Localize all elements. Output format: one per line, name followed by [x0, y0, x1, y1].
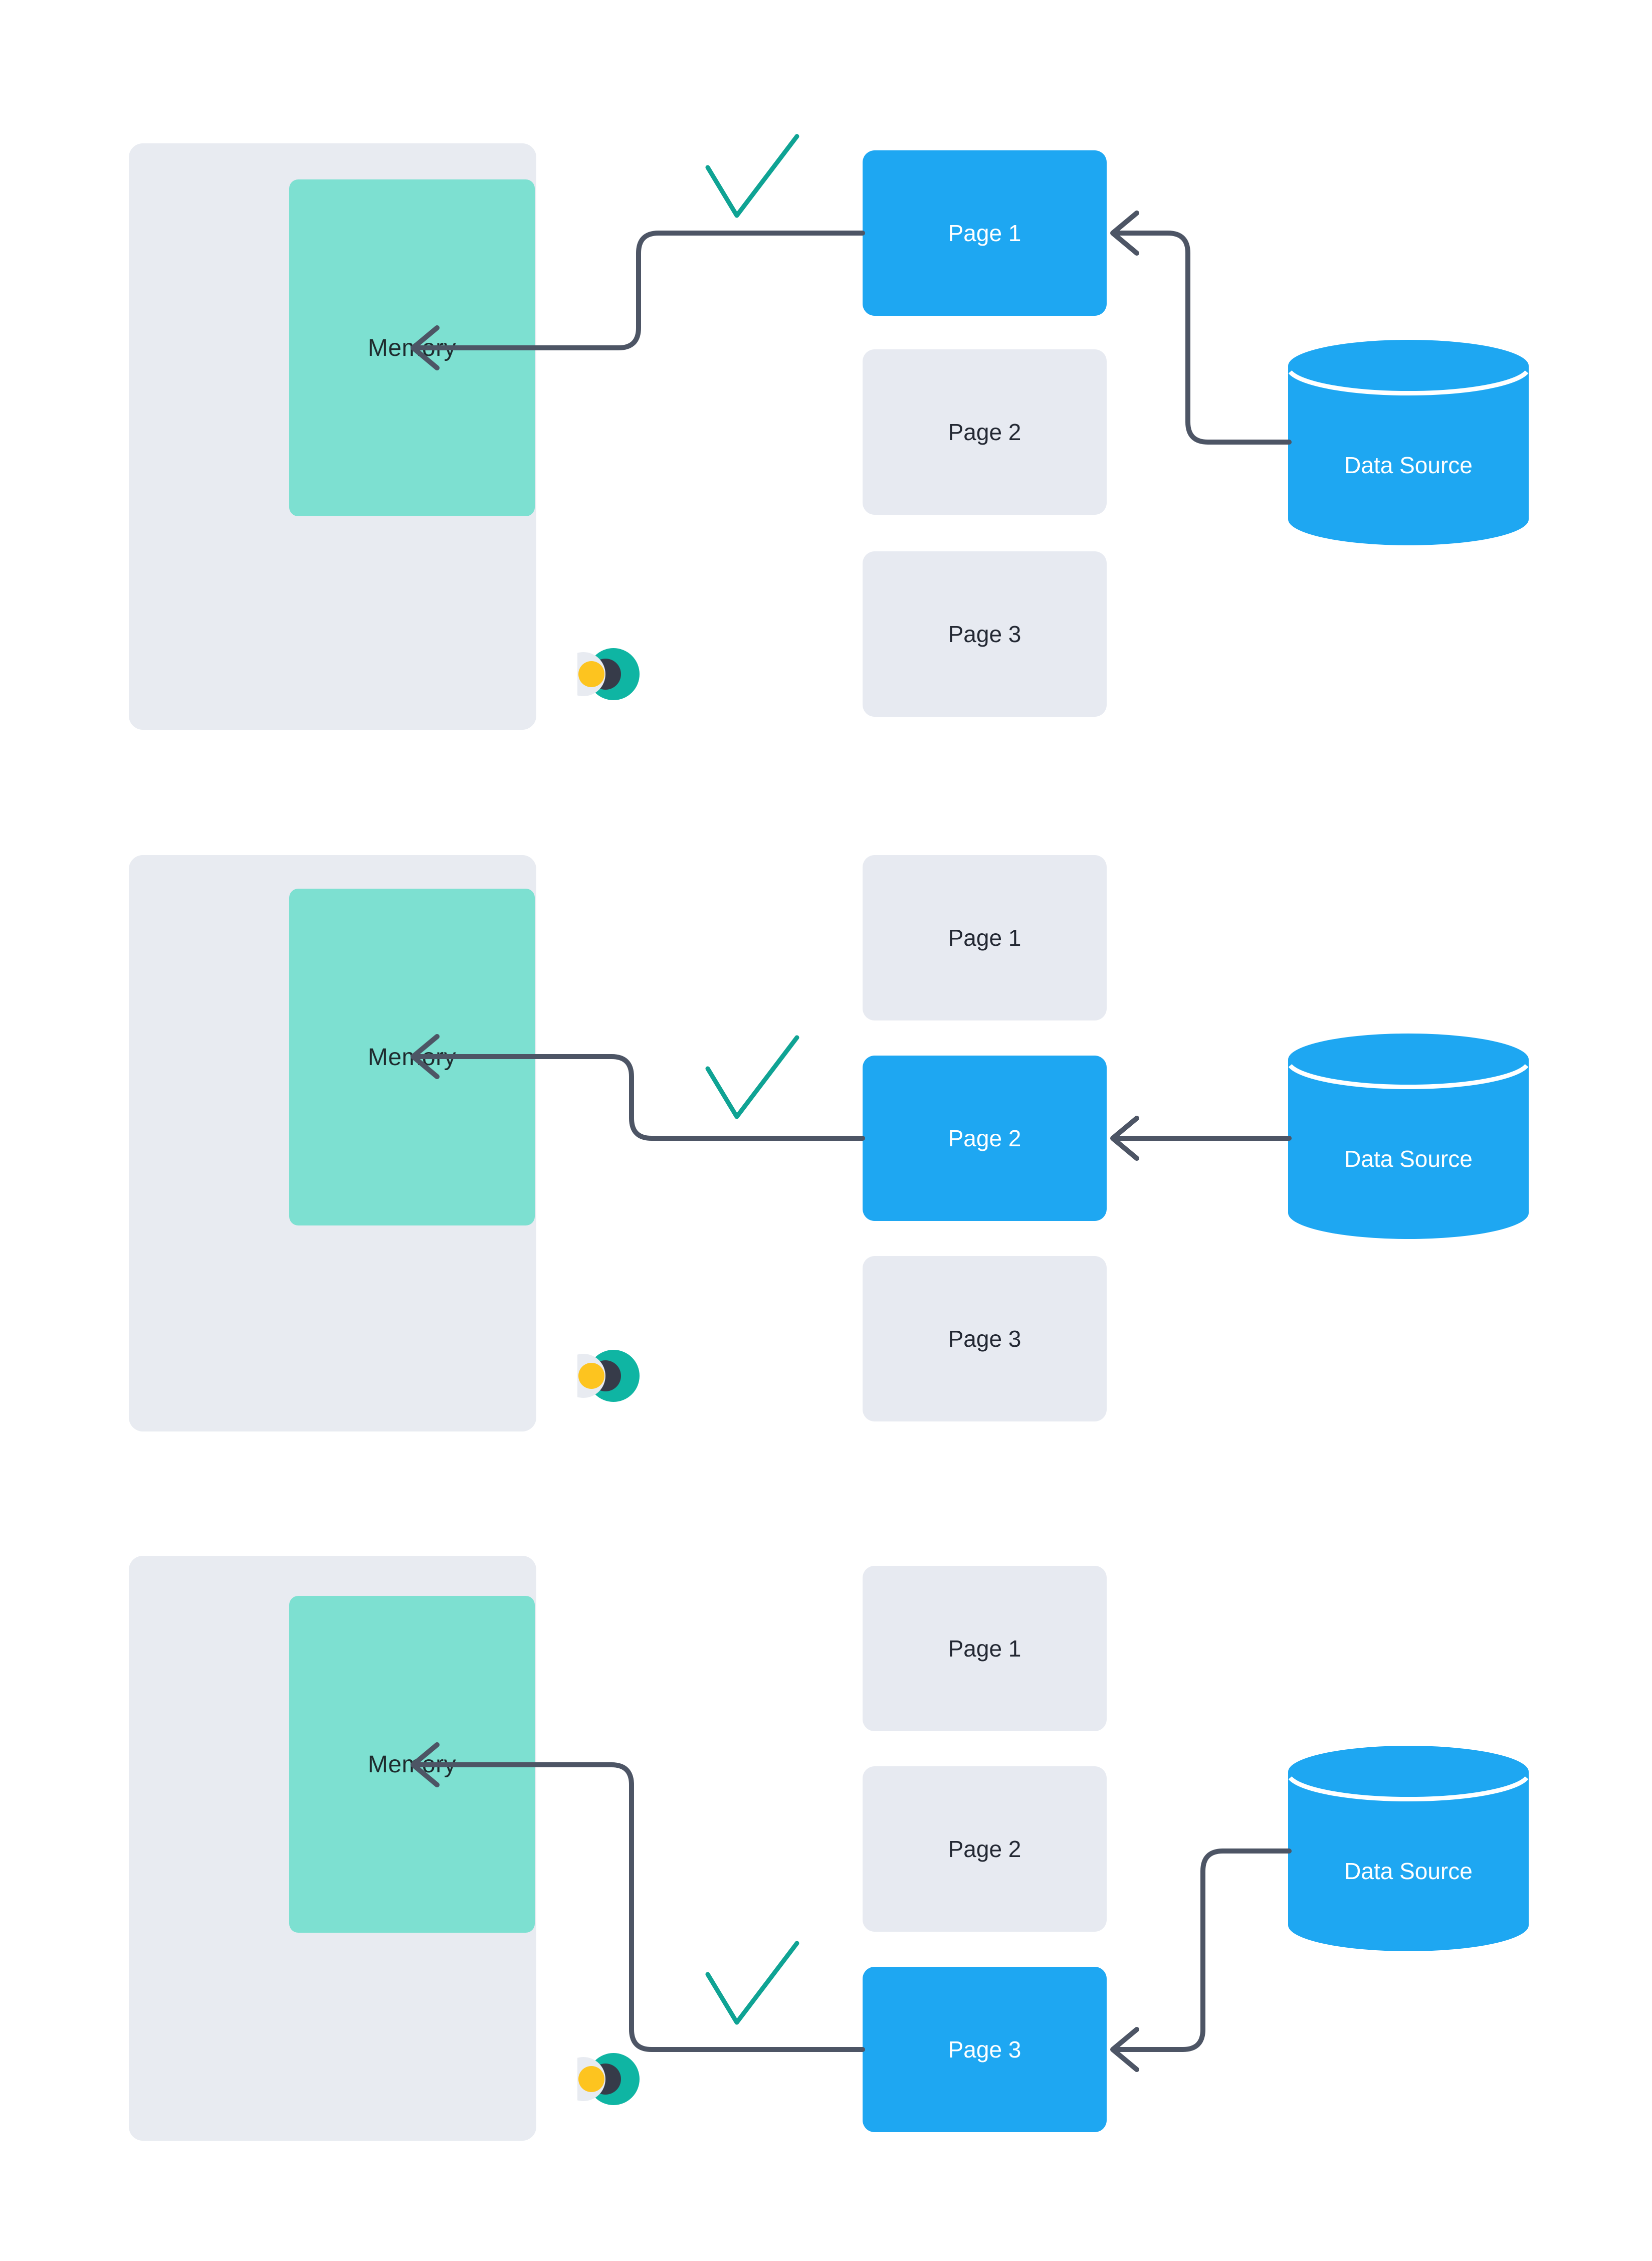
crescent-moon-logo-icon	[577, 648, 640, 700]
data-source-label: Data Source	[1344, 1858, 1473, 1884]
database-cylinder-icon	[1288, 1746, 1529, 1951]
arrow-datasource-to-page3	[1110, 1848, 1292, 2072]
memory-box: Memory	[289, 179, 535, 516]
page-box-3: Page 3	[863, 1967, 1107, 2132]
data-source-label: Data Source	[1344, 452, 1473, 478]
checkmark-icon	[705, 134, 799, 218]
memory-panel: Memory	[129, 855, 640, 1431]
page-box-3: Page 3	[863, 1256, 1107, 1421]
page-label: Page 3	[948, 1326, 1021, 1352]
arrow-datasource-to-page1	[1110, 211, 1292, 445]
left-chevron-arrow-icon	[1110, 2027, 1139, 2072]
page-label: Page 2	[948, 1836, 1021, 1862]
page-box-1: Page 1	[863, 1566, 1107, 1731]
page-label: Page 2	[948, 419, 1021, 445]
page-box-1: Page 1	[863, 855, 1107, 1020]
page-label: Page 1	[948, 220, 1021, 246]
data-source-cylinder: Data Source	[1288, 340, 1529, 545]
database-cylinder-icon	[1288, 1034, 1529, 1239]
page-box-3: Page 3	[863, 551, 1107, 717]
checkmark-icon	[705, 1941, 799, 2025]
memory-label: Memory	[367, 334, 457, 361]
page-label: Page 3	[948, 621, 1021, 647]
left-chevron-arrow-icon	[1110, 1116, 1139, 1161]
page-label: Page 1	[948, 925, 1021, 951]
page-label: Page 2	[948, 1125, 1021, 1151]
page-label: Page 3	[948, 2036, 1021, 2063]
page-box-2: Page 2	[863, 1056, 1107, 1221]
database-cylinder-icon	[1288, 340, 1529, 545]
data-source-cylinder: Data Source	[1288, 1746, 1529, 1951]
page-box-2: Page 2	[863, 349, 1107, 515]
memory-box: Memory	[289, 889, 535, 1225]
arrow-datasource-to-page2	[1110, 1116, 1292, 1161]
memory-label: Memory	[367, 1044, 457, 1071]
memory-box: Memory	[289, 1596, 535, 1933]
crescent-moon-logo-icon	[577, 2053, 640, 2105]
page-label: Page 1	[948, 1635, 1021, 1662]
memory-label: Memory	[367, 1751, 457, 1778]
page-box-1: Page 1	[863, 150, 1107, 316]
page-box-2: Page 2	[863, 1766, 1107, 1932]
checkmark-icon	[705, 1035, 799, 1119]
memory-panel: Memory	[129, 143, 640, 730]
data-source-cylinder: Data Source	[1288, 1034, 1529, 1239]
data-source-label: Data Source	[1344, 1146, 1473, 1172]
memory-panel: Memory	[129, 1556, 640, 2141]
crescent-moon-logo-icon	[577, 1350, 640, 1402]
left-chevron-arrow-icon	[1110, 211, 1139, 256]
